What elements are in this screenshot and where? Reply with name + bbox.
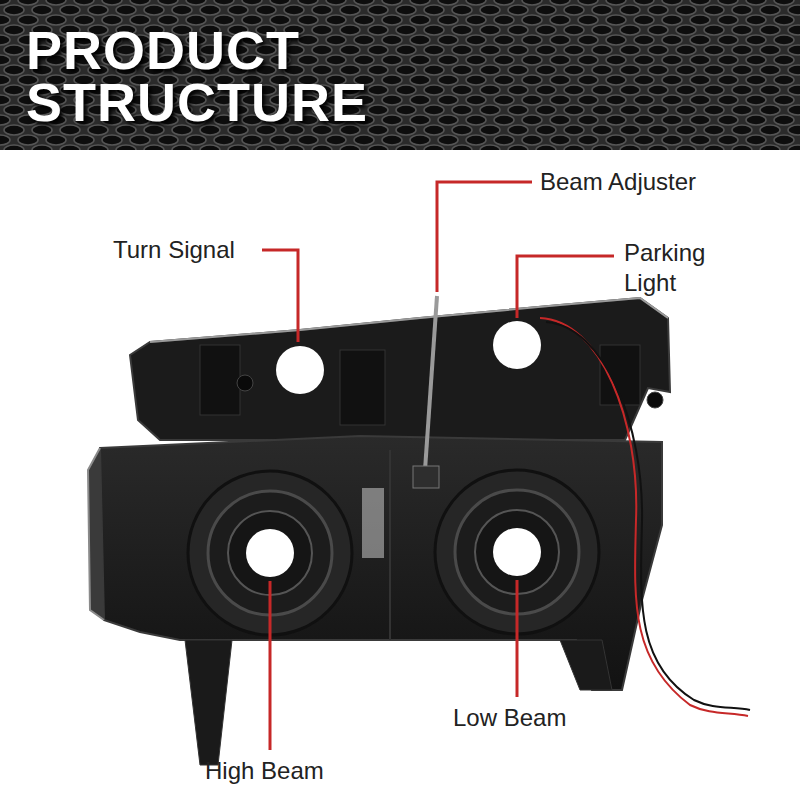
part-label: Parking Light <box>624 238 734 298</box>
mount-leg <box>560 640 612 690</box>
header-band <box>0 0 800 150</box>
bulb-opening <box>493 321 541 369</box>
adjuster-socket <box>413 466 439 488</box>
bulb-opening <box>276 346 324 394</box>
mount-leg <box>185 640 232 765</box>
wire <box>546 322 750 710</box>
wire <box>540 318 748 716</box>
lens-edge <box>150 298 668 342</box>
upper-housing <box>130 298 670 440</box>
part-label: Beam Adjuster <box>540 167 696 197</box>
part-label: Low Beam <box>453 703 566 733</box>
housing-sticker <box>362 488 384 558</box>
housing-rib <box>389 450 391 640</box>
bulb-opening <box>493 528 541 576</box>
screw-hole <box>647 392 663 408</box>
leader-line <box>516 580 519 697</box>
screw-hole <box>237 375 253 391</box>
part-label: High Beam <box>205 756 324 786</box>
page-title: PRODUCT STRUCTURE <box>26 24 416 128</box>
mount-tab <box>200 345 240 415</box>
bulb-opening <box>246 529 294 577</box>
adjuster-rod <box>425 296 437 470</box>
part-label: Turn Signal <box>113 235 235 265</box>
leader-line <box>269 581 272 750</box>
lower-housing <box>100 436 662 690</box>
leader-line <box>517 256 614 318</box>
mount-tab <box>340 350 385 425</box>
side-lens <box>88 448 104 620</box>
leader-line <box>262 250 298 342</box>
